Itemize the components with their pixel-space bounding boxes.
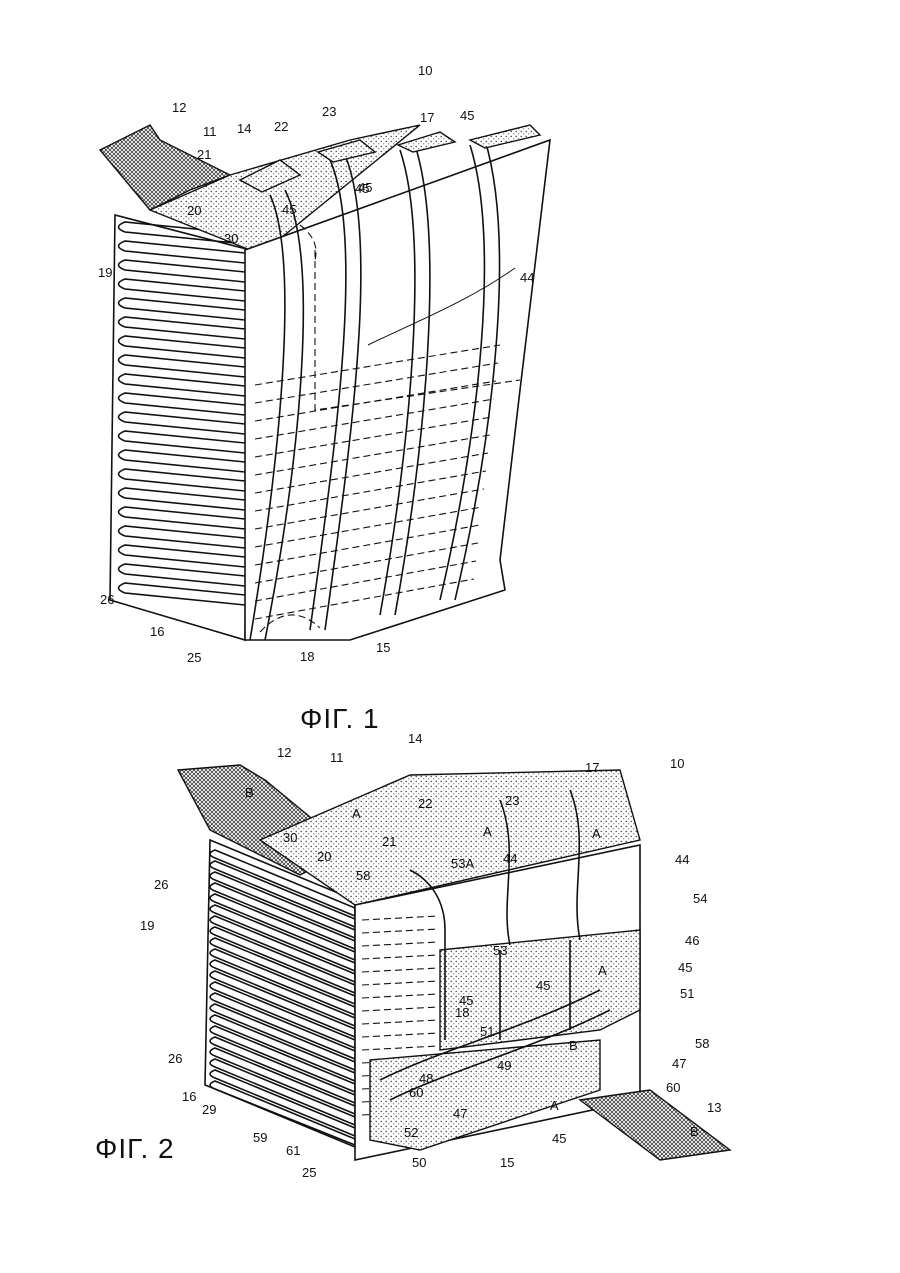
fig2-label: 15 <box>500 1155 514 1170</box>
fig2-label: A <box>592 826 601 841</box>
fig2-label: 54 <box>693 891 707 906</box>
fig2-label: 25 <box>302 1165 316 1180</box>
fig1-label: 45 <box>460 108 474 123</box>
fig1-label: 19 <box>98 265 112 280</box>
fig2-label: 48 <box>419 1071 433 1086</box>
fig1-label: 14 <box>237 121 251 136</box>
fig2-label: 23 <box>505 793 519 808</box>
fig2-label: 16 <box>182 1089 196 1104</box>
fig2-label: 21 <box>382 834 396 849</box>
fig1-label: 25 <box>187 650 201 665</box>
figure-2-drawing <box>178 765 730 1160</box>
fig1-label: 10 <box>418 63 432 78</box>
fig2-label: 60 <box>666 1080 680 1095</box>
fig2-label: 45 <box>552 1131 566 1146</box>
fig2-label: 26 <box>168 1051 182 1066</box>
fig2-label: 45 <box>678 960 692 975</box>
fig2-label: 11 <box>330 750 344 765</box>
fig2-label: A <box>483 824 492 839</box>
fig2-label: 17 <box>585 760 599 775</box>
fig2-label: 53 <box>493 943 507 958</box>
fig1-label: 15 <box>376 640 390 655</box>
fig1-label: 17 <box>420 110 434 125</box>
fig2-label: 58 <box>695 1036 709 1051</box>
fig2-label: 44 <box>675 852 689 867</box>
fig2-label: 53A <box>451 856 474 871</box>
fig2-label: 13 <box>707 1100 721 1115</box>
fig1-label: 30 <box>224 231 238 246</box>
fig1-label: 16 <box>150 624 164 639</box>
fig1-label: 23 <box>322 104 336 119</box>
fig2-label: A <box>352 806 361 821</box>
fig1-label: 20 <box>187 203 201 218</box>
fig2-label: 44 <box>503 851 517 866</box>
fig1-label: 45 <box>282 202 296 217</box>
fig2-label: 47 <box>453 1106 467 1121</box>
fig2-label: 45 <box>536 978 550 993</box>
fig2-label: 59 <box>253 1130 267 1145</box>
fig2-label: B <box>569 1038 578 1053</box>
fig2-label: 47 <box>672 1056 686 1071</box>
fig2-label: 22 <box>418 796 432 811</box>
fig1-label: 45 <box>358 180 372 195</box>
fig2-label: 58 <box>356 868 370 883</box>
fig2-label: 61 <box>286 1143 300 1158</box>
figure-1-drawing <box>100 125 550 640</box>
fig2-label: 10 <box>670 756 684 771</box>
fig1-label: 44 <box>520 270 534 285</box>
fig2-label: B <box>245 785 254 800</box>
fig2-label: 14 <box>408 731 422 746</box>
fig2-label: B <box>690 1124 699 1139</box>
fig1-caption: ΦΙΓ. 1 <box>300 703 380 734</box>
fig2-label: A <box>598 963 607 978</box>
fig2-label: 49 <box>497 1058 511 1073</box>
fig1-label: 18 <box>300 649 314 664</box>
fig2-label: 12 <box>277 745 291 760</box>
fig2-label: 20 <box>317 849 331 864</box>
fig1-label: 12 <box>172 100 186 115</box>
fig2-label: 29 <box>202 1102 216 1117</box>
fig1-label: 11 <box>203 124 217 139</box>
fig2-label: 51 <box>680 986 694 1001</box>
fig1-label: 26 <box>100 592 114 607</box>
fig2-caption: ΦΙΓ. 2 <box>95 1133 175 1164</box>
fig2-label: 60 <box>409 1085 423 1100</box>
fig2-label: A <box>550 1098 559 1113</box>
fig2-label: 18 <box>455 1005 469 1020</box>
fig2-label: 51 <box>480 1024 494 1039</box>
fig2-label: 26 <box>154 877 168 892</box>
fig2-label: 46 <box>685 933 699 948</box>
fig1-label: 21 <box>197 147 211 162</box>
fig2-label: 50 <box>412 1155 426 1170</box>
fig2-label: 52 <box>404 1125 418 1140</box>
fig2-label: 30 <box>283 830 297 845</box>
fig1-label: 22 <box>274 119 288 134</box>
fig2-label: 19 <box>140 918 154 933</box>
